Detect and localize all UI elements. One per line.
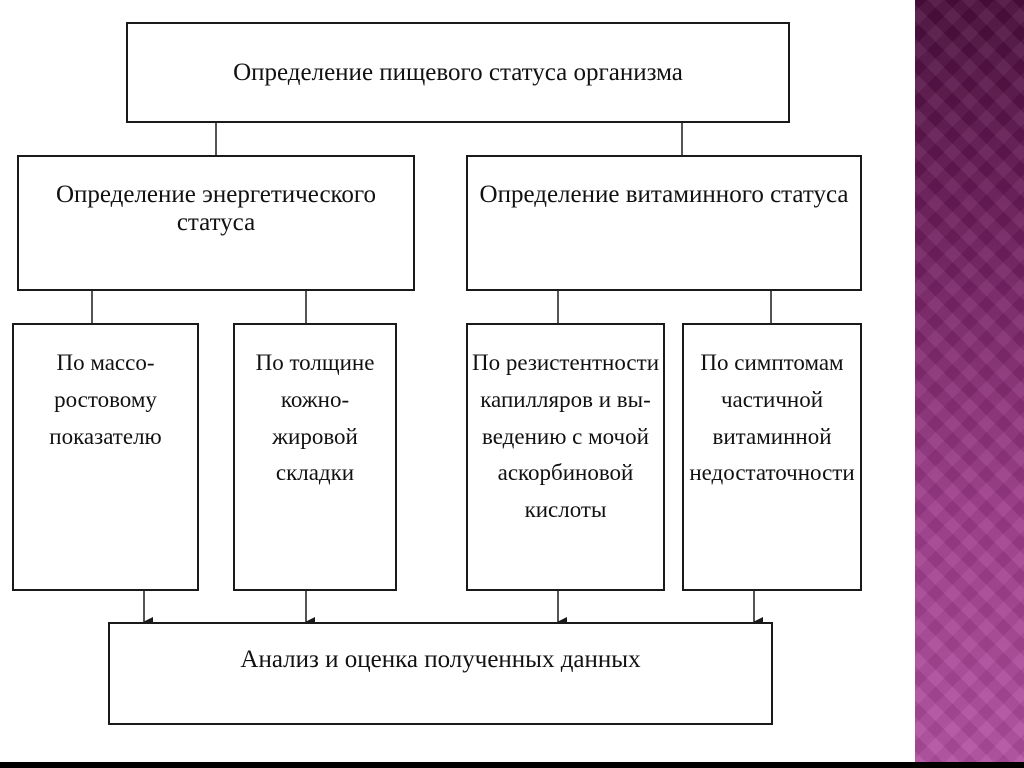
energy-status-label: Определение энергетического статуса	[55, 181, 377, 236]
decorative-side-panel	[915, 0, 1024, 768]
leaf-box-symptoms: По симптомам частичной витаминной недост…	[682, 323, 862, 591]
root-box: Определение пищевого статуса организма	[126, 22, 790, 123]
leaf-label-mass-height: По массо- ростовому показателю	[49, 350, 162, 449]
root-label: Определение пищевого статуса организма	[233, 58, 683, 86]
leaf-box-capillary: По резистентности капилляров и вы- веден…	[466, 323, 665, 591]
leaf-box-mass-height: По массо- ростовому показателю	[12, 323, 199, 591]
leaf-box-skinfold: По толщине кожно- жировой складки	[233, 323, 397, 591]
result-label: Анализ и оценка полученных данных	[240, 646, 641, 673]
energy-status-box: Определение энергетического статуса	[17, 155, 415, 291]
leaf-label-capillary: По резистентности капилляров и вы- веден…	[471, 350, 660, 523]
bottom-border	[0, 762, 1024, 768]
leaf-label-symptoms: По симптомам частичной витаминной недост…	[689, 350, 855, 486]
vitamin-status-box: Определение витаминного статуса	[466, 155, 862, 291]
result-box: Анализ и оценка полученных данных	[108, 622, 773, 725]
leaf-label-skinfold: По толщине кожно- жировой складки	[255, 350, 375, 486]
vitamin-status-label: Определение витаминного статуса	[479, 181, 849, 208]
